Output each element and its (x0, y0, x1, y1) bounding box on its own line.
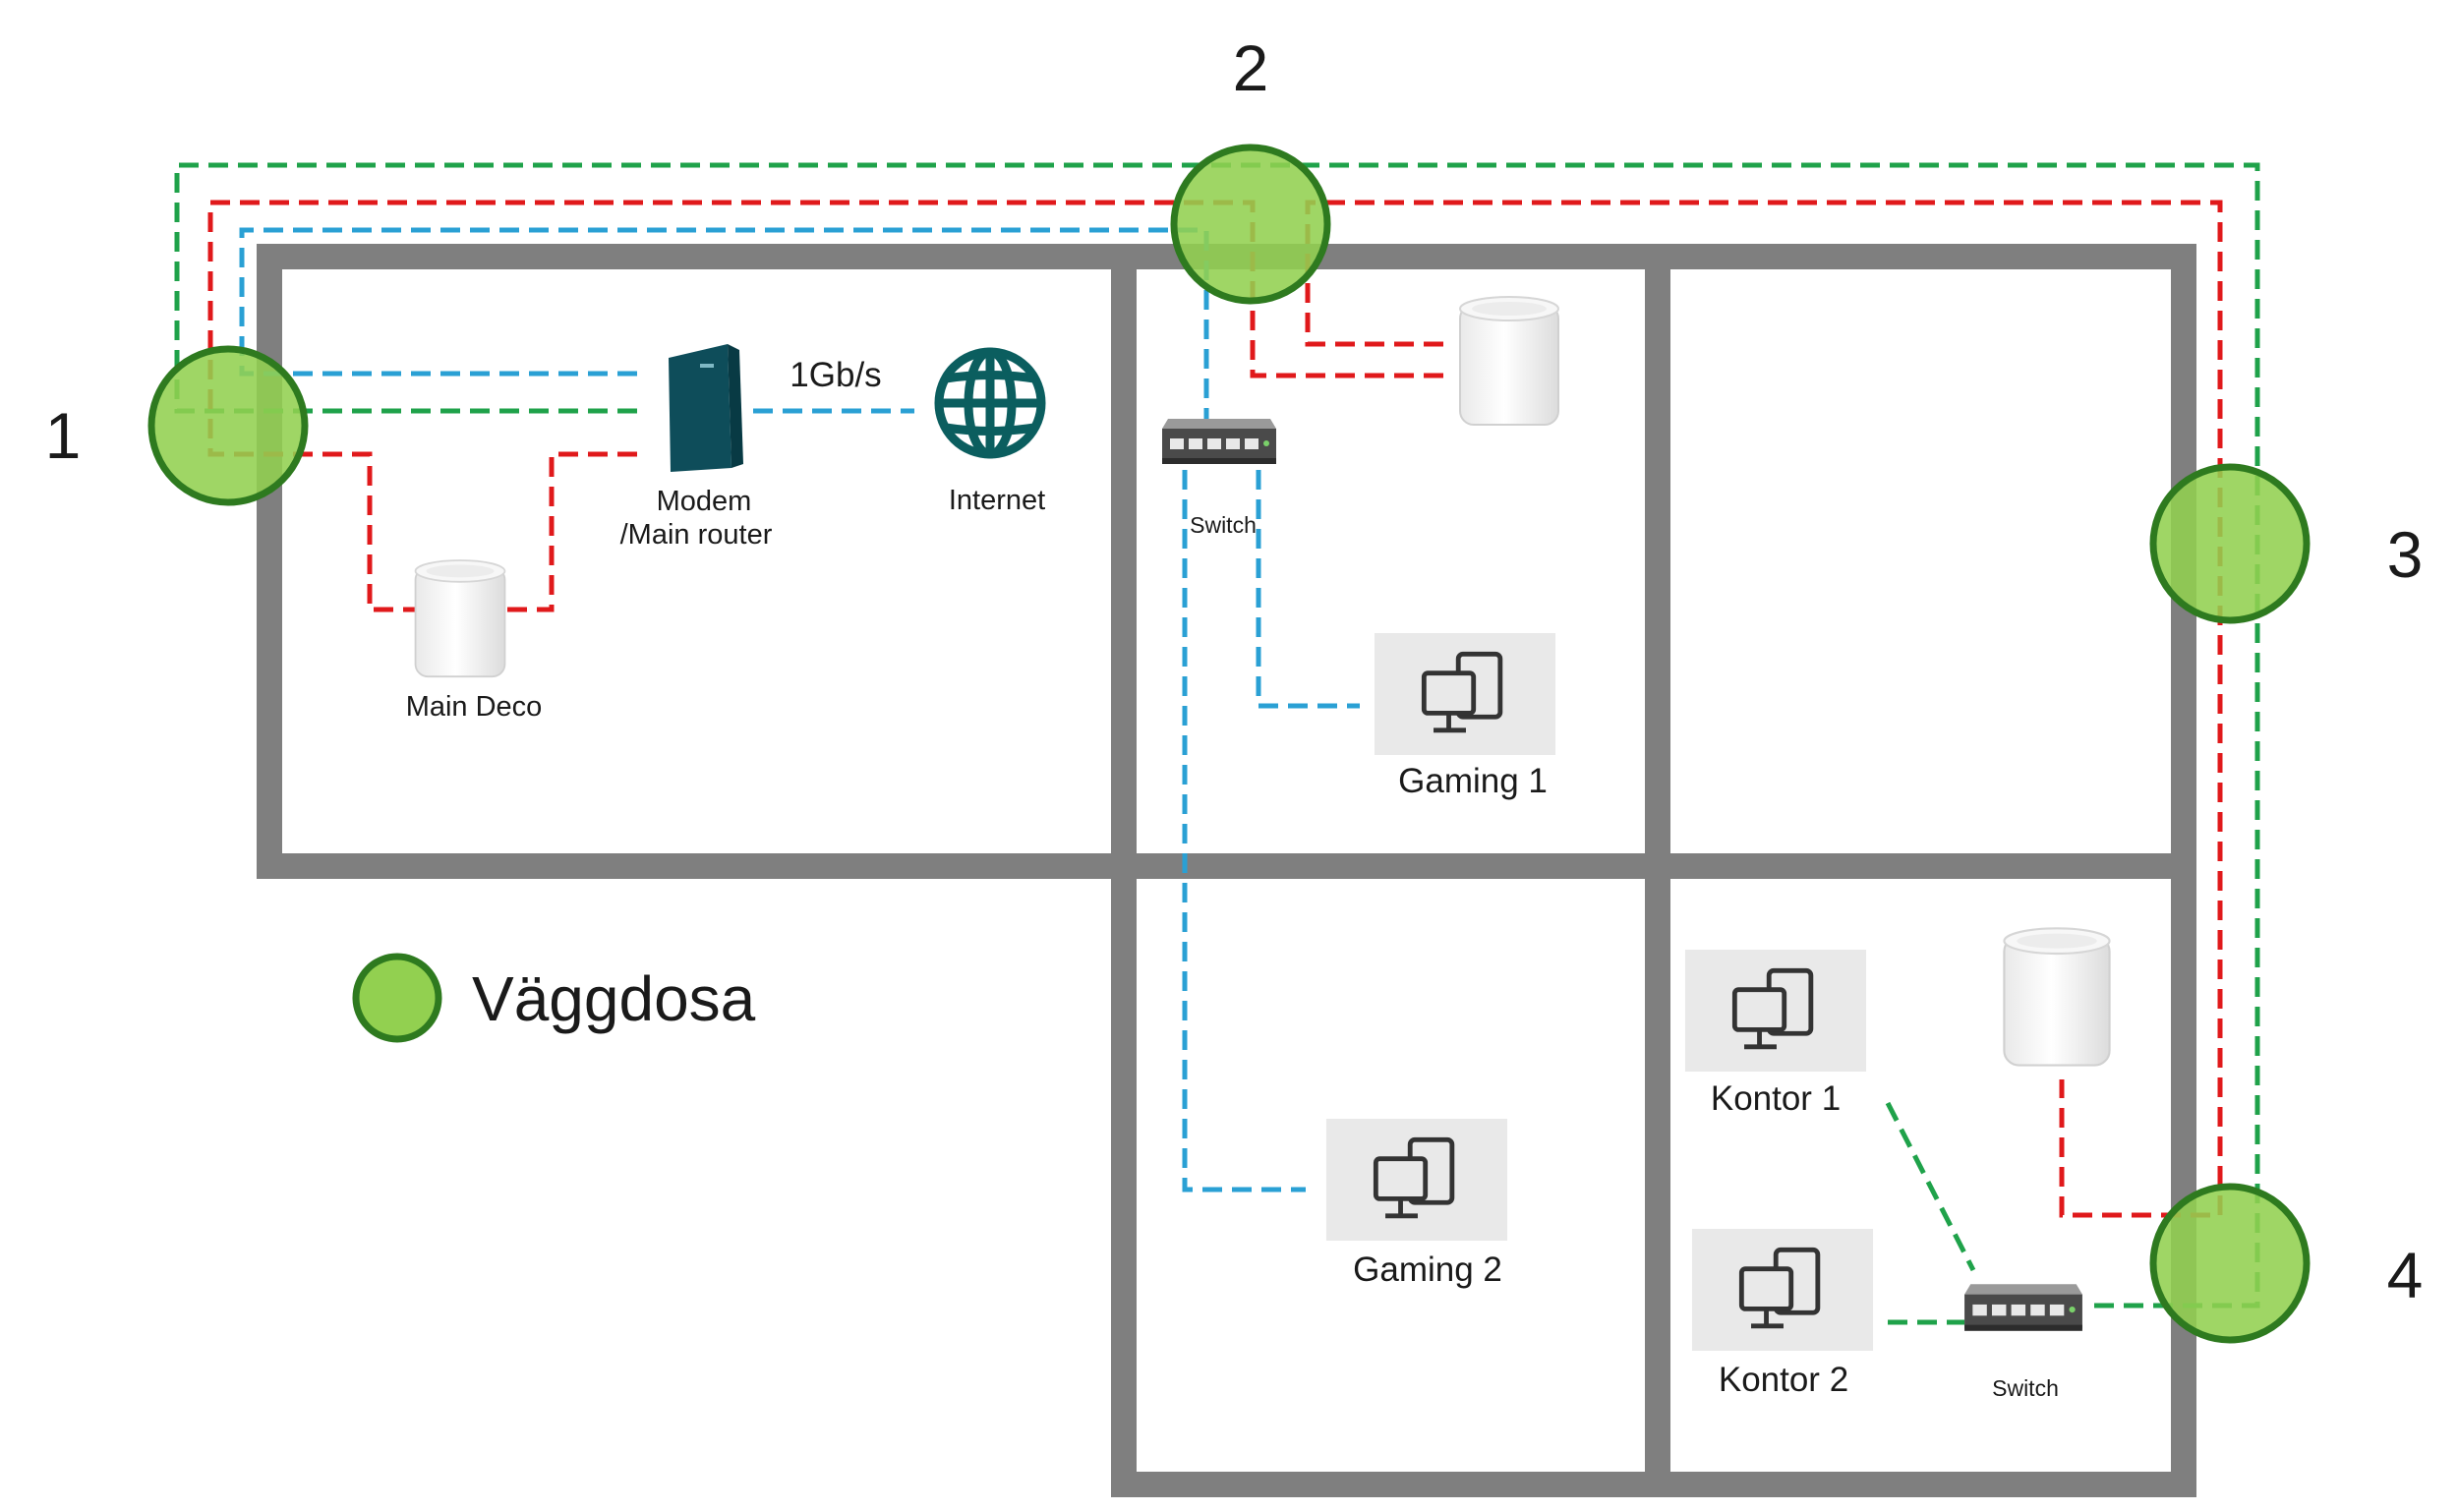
gaming2-computer-icon (1326, 1119, 1507, 1241)
wall-outlet-3 (2149, 463, 2311, 624)
outlet-number-4: 4 (2387, 1239, 2424, 1311)
wall-outer-top-block (257, 244, 2196, 879)
legend: Väggdosa (352, 953, 756, 1043)
switch-top-label: Switch (1190, 512, 1257, 538)
switch-bottom-icon (1964, 1284, 2082, 1331)
wall-outlet-1 (147, 345, 309, 506)
globe-icon (934, 347, 1046, 459)
main-deco-label: Main Deco (406, 691, 543, 723)
legend-label: Väggdosa (472, 963, 756, 1034)
cables-blue (239, 227, 1360, 1192)
cable-green-kontor1 (1885, 1101, 1976, 1272)
outlet-number-1: 1 (45, 399, 82, 472)
wall-outlet-4 (2149, 1183, 2311, 1344)
cable-red-backbone (1305, 200, 2223, 1218)
cables-green (174, 162, 2260, 1325)
router-icon (669, 344, 743, 472)
gaming1-computer-icon (1375, 633, 1555, 755)
outlet-number-2: 2 (1233, 31, 1269, 104)
switch-top-icon (1162, 419, 1276, 464)
switch-bottom-label: Switch (1992, 1375, 2059, 1401)
internet-label: Internet (949, 485, 1045, 516)
kontor1-label: Kontor 1 (1711, 1079, 1841, 1118)
kontor2-label: Kontor 2 (1719, 1361, 1848, 1399)
legend-outlet-icon (352, 953, 442, 1043)
kontor1-computer-icon (1685, 950, 1866, 1072)
kontor2-computer-icon (1692, 1229, 1873, 1351)
wall-outlet-2 (1170, 144, 1331, 305)
main-deco-icon (414, 559, 506, 678)
link-speed-label: 1Gb/s (790, 356, 881, 394)
cable-blue-gaming1 (1256, 470, 1360, 709)
gaming1-label: Gaming 1 (1398, 762, 1548, 800)
cable-red-outlet1-deco (207, 200, 1443, 612)
cable-red-main-deco (497, 451, 637, 612)
modem-label-line1: Modem (657, 486, 752, 517)
outlet-number-3: 3 (2387, 518, 2424, 591)
deco-room2-icon (1459, 296, 1559, 426)
wall-outlets (147, 144, 2311, 1344)
deco-room5-icon (2003, 927, 2111, 1067)
gaming2-label: Gaming 2 (1353, 1250, 1502, 1289)
modem-label-line2: /Main router (620, 519, 773, 551)
cable-blue-gaming2 (1182, 470, 1306, 1192)
cables-red (207, 200, 2223, 1218)
cable-blue-modem-switch (239, 227, 1209, 423)
cable-green-backbone (174, 162, 2260, 1308)
